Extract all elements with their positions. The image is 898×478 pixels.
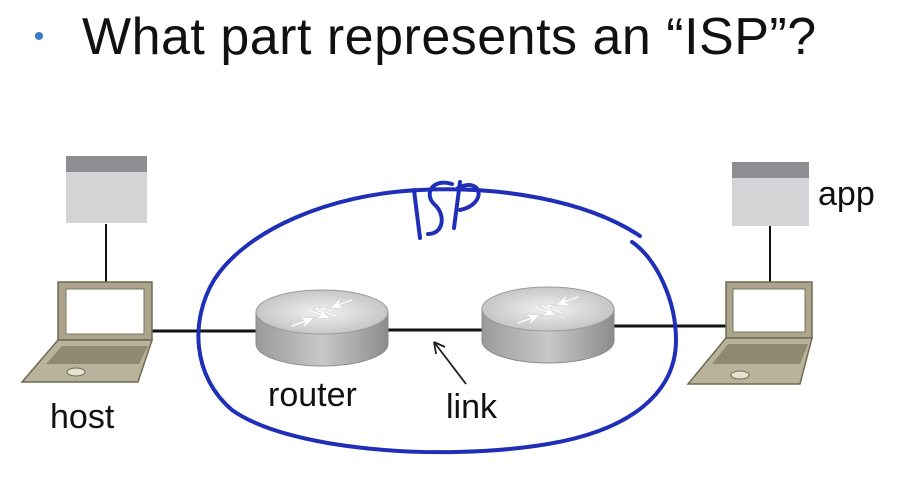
label-host: host <box>50 398 115 436</box>
router-right-icon <box>481 286 615 364</box>
label-app: app <box>818 175 875 213</box>
app-window-right <box>732 162 809 226</box>
question-text: What part represents an “ISP”? <box>82 8 817 66</box>
label-link: link <box>446 388 498 426</box>
app-window-left <box>66 156 147 223</box>
isp-handwritten-lettering <box>412 180 481 240</box>
links <box>105 224 771 333</box>
label-router: router <box>268 376 357 414</box>
link-pointer-arrow <box>433 341 467 385</box>
laptop-left-icon <box>20 281 154 383</box>
router-left-icon <box>255 289 389 367</box>
question-line: • What part represents an “ISP”? <box>18 2 817 72</box>
laptop-right-icon <box>686 281 813 385</box>
bullet-icon: • <box>33 20 45 53</box>
isp-ellipse-annotation <box>196 187 679 455</box>
